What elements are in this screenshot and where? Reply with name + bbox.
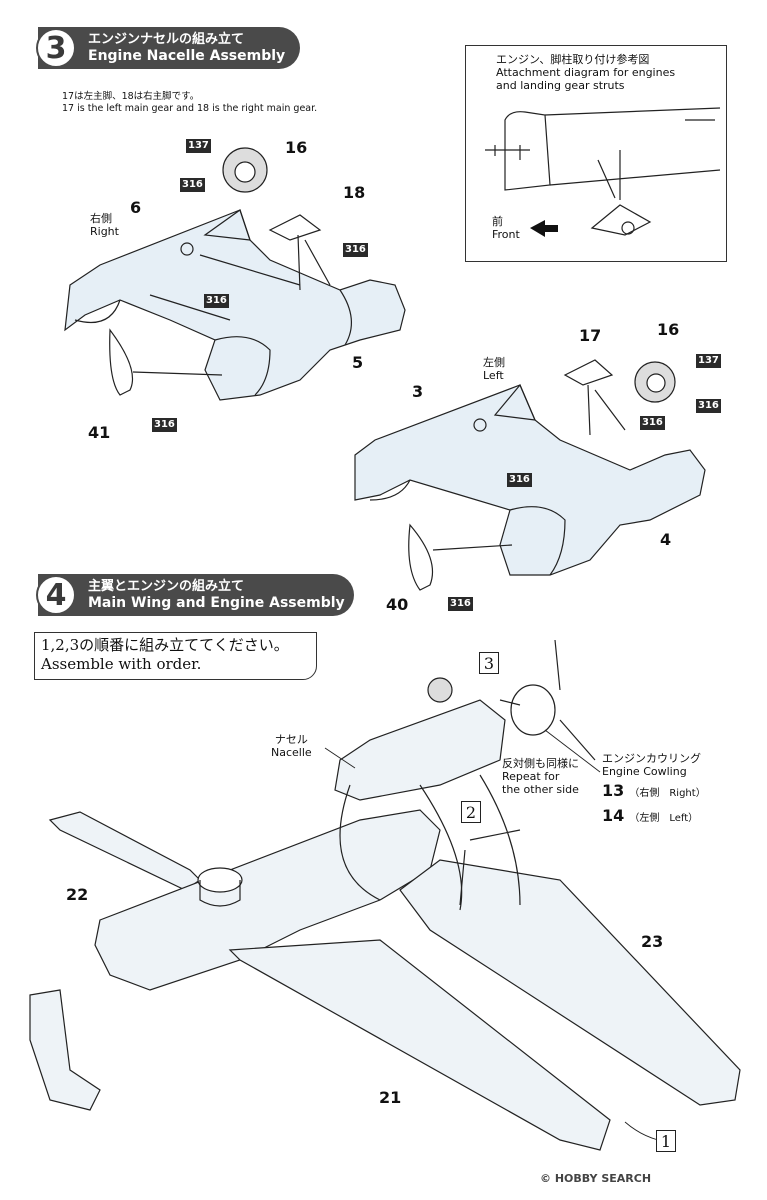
right-side-label: 右側 Right [90, 212, 119, 238]
front-jp: 前 [492, 215, 503, 228]
cowling-right-row: 13 （右側 Right） [602, 781, 706, 800]
step4-title-jp: 主翼とエンジンの組み立て [88, 579, 245, 594]
order-mark-2: 2 [461, 801, 481, 823]
step3-note-jp: 17は左主脚、18は右主脚です。 [62, 91, 200, 102]
part-41: 41 [88, 423, 111, 442]
paint-316-wheel-left: 316 [696, 399, 721, 413]
other-side-en-2: the other side [502, 783, 579, 796]
step3-title-en: Engine Nacelle Assembly [88, 48, 286, 64]
paint-316-wheel-right: 316 [180, 178, 205, 192]
part-22: 22 [66, 885, 89, 904]
right-side-jp: 右側 [90, 212, 112, 225]
front-en: Front [492, 228, 520, 241]
nacelle-label: ナセル Nacelle [271, 733, 312, 759]
paint-137-left: 137 [696, 354, 721, 368]
other-side-label: 反対側も同様に Repeat for the other side [502, 757, 579, 796]
front-arrow-icon [530, 220, 558, 237]
other-side-jp: 反対側も同様に [502, 757, 579, 770]
step4-number: 4 [36, 575, 76, 615]
part-40: 40 [386, 595, 409, 614]
right-side-en: Right [90, 225, 119, 238]
paint-316-nacelle-left: 316 [507, 473, 532, 487]
paint-316-strut-left: 316 [640, 416, 665, 430]
left-side-en: Left [483, 369, 504, 382]
paint-316-cover-right: 316 [152, 418, 177, 432]
left-side-label: 左側 Left [483, 356, 505, 382]
paint-316-cover-left: 316 [448, 597, 473, 611]
step3-note-en: 17 is the left main gear and 18 is the r… [62, 103, 318, 114]
step3-banner: 3 エンジンナセルの組み立て Engine Nacelle Assembly [36, 27, 300, 69]
cowling-en: Engine Cowling [602, 765, 687, 778]
order-mark-1: 1 [656, 1130, 676, 1152]
paint-316-strut-right: 316 [343, 243, 368, 257]
step3-title-jp: エンジンナセルの組み立て [88, 32, 245, 47]
cowling-jp: エンジンカウリング [602, 752, 701, 765]
other-side-en-1: Repeat for [502, 770, 560, 783]
left-side-jp: 左側 [483, 356, 505, 369]
cowl-right-label: （右側 Right） [629, 788, 706, 799]
part-17: 17 [579, 326, 602, 345]
step4-banner: 4 主翼とエンジンの組み立て Main Wing and Engine Asse… [36, 574, 354, 616]
reference-title-en-2: and landing gear struts [496, 79, 625, 92]
part-6: 6 [130, 198, 142, 217]
paint-137-right: 137 [186, 139, 211, 153]
attachment-reference-box [465, 45, 727, 262]
part-14: 14 [602, 806, 625, 825]
cowl-left-label: （左側 Left） [629, 813, 699, 824]
part-16-right: 16 [285, 138, 308, 157]
part-18: 18 [343, 183, 366, 202]
part-16-left: 16 [657, 320, 680, 339]
step4-title-en: Main Wing and Engine Assembly [88, 595, 345, 611]
nacelle-jp: ナセル [274, 733, 308, 746]
reference-front-label: 前 Front [492, 215, 520, 241]
part-3: 3 [412, 382, 424, 401]
step3-note: 17は左主脚、18は右主脚です。 17 is the left main gea… [62, 91, 317, 115]
reference-title: エンジン、脚柱取り付け参考図 Attachment diagram for en… [496, 53, 675, 92]
part-5: 5 [352, 353, 364, 372]
nacelle-en: Nacelle [271, 746, 312, 759]
reference-title-jp: エンジン、脚柱取り付け参考図 [496, 53, 650, 66]
reference-title-en-1: Attachment diagram for engines [496, 66, 676, 79]
instruction-en: Assemble with order. [41, 655, 202, 673]
part-13: 13 [602, 781, 625, 800]
watermark: © HOBBY SEARCH [540, 1172, 652, 1185]
part-21: 21 [379, 1088, 402, 1107]
part-23: 23 [641, 932, 664, 951]
cowling-label: エンジンカウリング Engine Cowling [602, 752, 701, 778]
order-instruction-box: 1,2,3の順番に組み立ててください。 Assemble with order. [34, 632, 317, 680]
instruction-jp: 1,2,3の順番に組み立ててください。 [41, 636, 289, 654]
cowling-left-row: 14 （左側 Left） [602, 806, 698, 825]
paint-316-nacelle-right: 316 [204, 294, 229, 308]
part-4: 4 [660, 530, 672, 549]
step3-number: 3 [36, 28, 76, 68]
order-mark-3: 3 [479, 652, 499, 674]
